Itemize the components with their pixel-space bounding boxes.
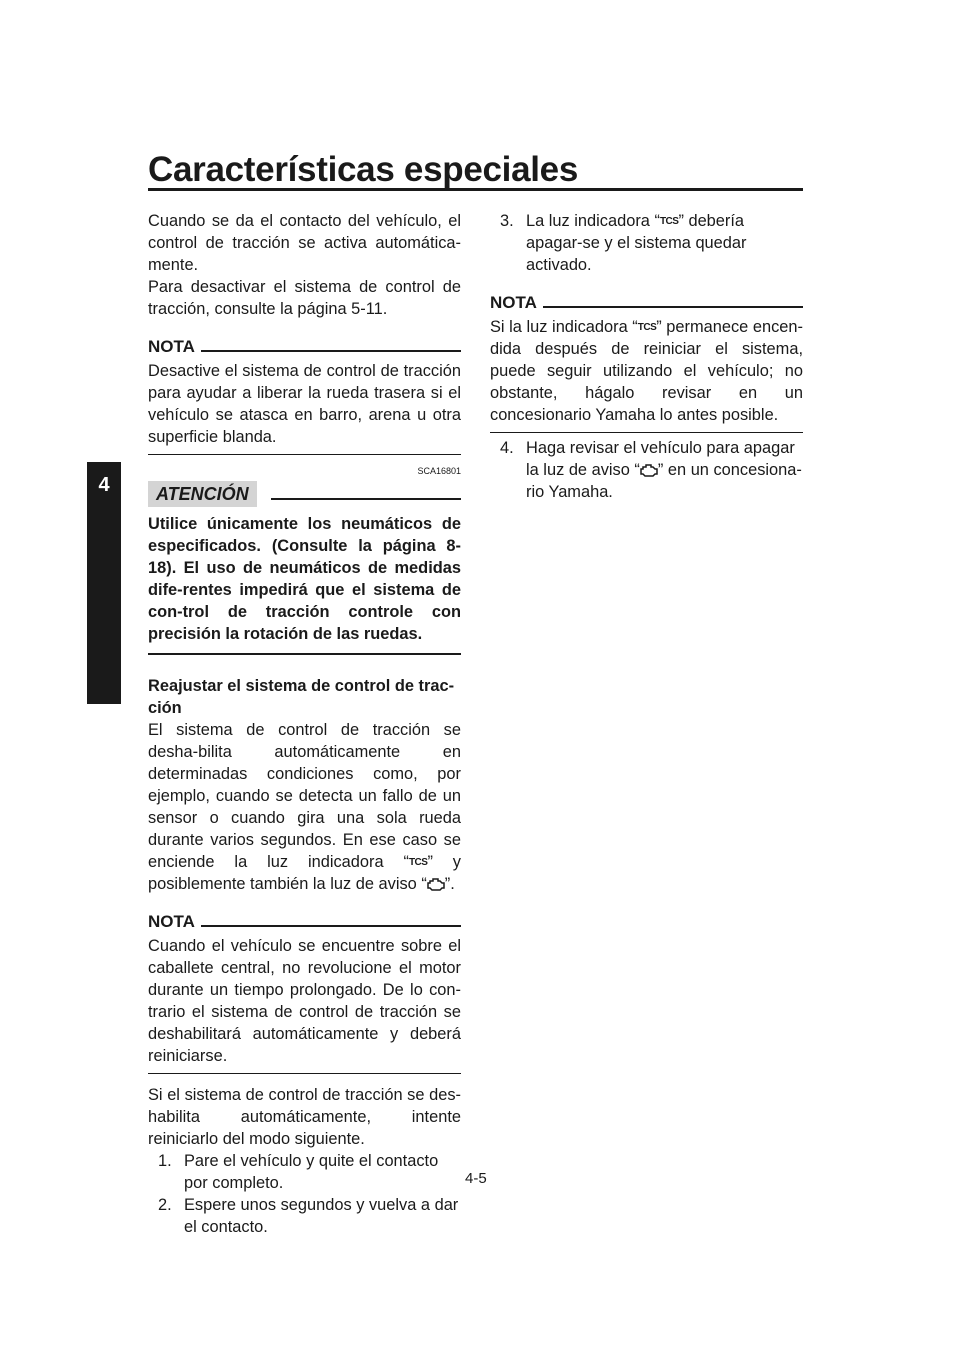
engine-warning-icon bbox=[640, 464, 658, 477]
paragraph-reset: El sistema de control de tracción se des… bbox=[148, 719, 461, 895]
nota-box: Desactive el sistema de control de tracc… bbox=[148, 360, 461, 455]
nota-header: NOTA bbox=[148, 909, 461, 935]
list-item: 2. Espere unos segundos y vuelva a dar e… bbox=[148, 1194, 461, 1238]
nota-box: Cuando el vehículo se encuentre sobre el… bbox=[148, 935, 461, 1074]
list-number: 3. bbox=[500, 212, 514, 230]
section-heading: Reajustar el sistema de control de trac-… bbox=[148, 677, 455, 717]
tcs-indicator-icon: TCS bbox=[637, 322, 657, 333]
paragraph-deactivate: Para desactivar el sistema de control de… bbox=[148, 278, 461, 318]
list-text: Haga revisar el vehículo para apagar la … bbox=[526, 437, 803, 503]
list-item: 3. La luz indicadora “TCS” debería apaga… bbox=[490, 210, 803, 276]
list-number: 4. bbox=[500, 439, 514, 457]
tcs-indicator-icon: TCS bbox=[659, 216, 679, 227]
atencion-text: Utilice únicamente los neumáticos de esp… bbox=[148, 513, 461, 655]
nota-box: Si la luz indicadora “TCS” permanece enc… bbox=[490, 316, 803, 433]
reference-code: SCA16801 bbox=[417, 466, 461, 476]
atencion-label: ATENCIÓN bbox=[148, 481, 257, 507]
list-number: 1. bbox=[158, 1152, 172, 1170]
text-fragment: El sistema de control de tracción se des… bbox=[148, 721, 461, 871]
nota-label: NOTA bbox=[490, 293, 537, 312]
nota-label: NOTA bbox=[148, 337, 195, 356]
nota-text: Desactive el sistema de control de tracc… bbox=[148, 362, 461, 446]
list-text: Pare el vehículo y quite el contacto por… bbox=[184, 1152, 439, 1192]
divider bbox=[270, 498, 461, 500]
text-fragment: ”. bbox=[444, 875, 455, 893]
text-fragment: ” en un concesiona-rio Yamaha. bbox=[526, 461, 802, 501]
chapter-number: 4 bbox=[98, 474, 110, 496]
nota-header: NOTA bbox=[148, 334, 461, 360]
text-fragment: La luz indicadora “ bbox=[526, 212, 660, 230]
divider bbox=[542, 306, 803, 308]
atencion-header: ATENCIÓN bbox=[148, 479, 461, 509]
nota-label: NOTA bbox=[148, 912, 195, 931]
text-fragment: ” permanece encen-dida después de reinic… bbox=[490, 318, 803, 424]
page-title: Características especiales bbox=[148, 150, 579, 189]
list-item: 4. Haga revisar el vehículo para apagar … bbox=[490, 437, 803, 503]
list-number: 2. bbox=[158, 1196, 172, 1214]
page-number: 4-5 bbox=[465, 1170, 487, 1187]
nota-header: NOTA bbox=[490, 290, 803, 316]
title-rule bbox=[148, 188, 803, 191]
nota-text: Si la luz indicadora “TCS” permanece enc… bbox=[490, 316, 803, 426]
left-column: Cuando se da el contacto del vehículo, e… bbox=[148, 210, 461, 1238]
list-item: 1. Pare el vehículo y quite el contacto … bbox=[148, 1150, 461, 1194]
paragraph-restart: Si el sistema de control de tracción se … bbox=[148, 1086, 461, 1148]
list-text: Espere unos segundos y vuelva a dar el c… bbox=[184, 1196, 459, 1236]
text-fragment: Si la luz indicadora “ bbox=[490, 318, 638, 336]
nota-text: Cuando el vehículo se encuentre sobre el… bbox=[148, 937, 461, 1065]
list-text: La luz indicadora “TCS” debería apagar-s… bbox=[526, 210, 803, 276]
text-fragment: ” debería apagar-se y el sistema quedar … bbox=[526, 212, 747, 274]
tcs-indicator-icon: TCS bbox=[408, 857, 428, 868]
divider bbox=[200, 925, 461, 927]
paragraph-contact: Cuando se da el contacto del vehículo, e… bbox=[148, 212, 461, 274]
engine-warning-icon bbox=[427, 878, 445, 891]
divider bbox=[200, 350, 461, 352]
text-fragment: Haga revisar el vehículo para apagar la … bbox=[526, 439, 795, 479]
chapter-tab: 4 bbox=[87, 462, 121, 704]
right-column: 3. La luz indicadora “TCS” debería apaga… bbox=[490, 210, 803, 503]
text-fragment: ” y posiblemente también la luz de aviso… bbox=[148, 853, 461, 893]
